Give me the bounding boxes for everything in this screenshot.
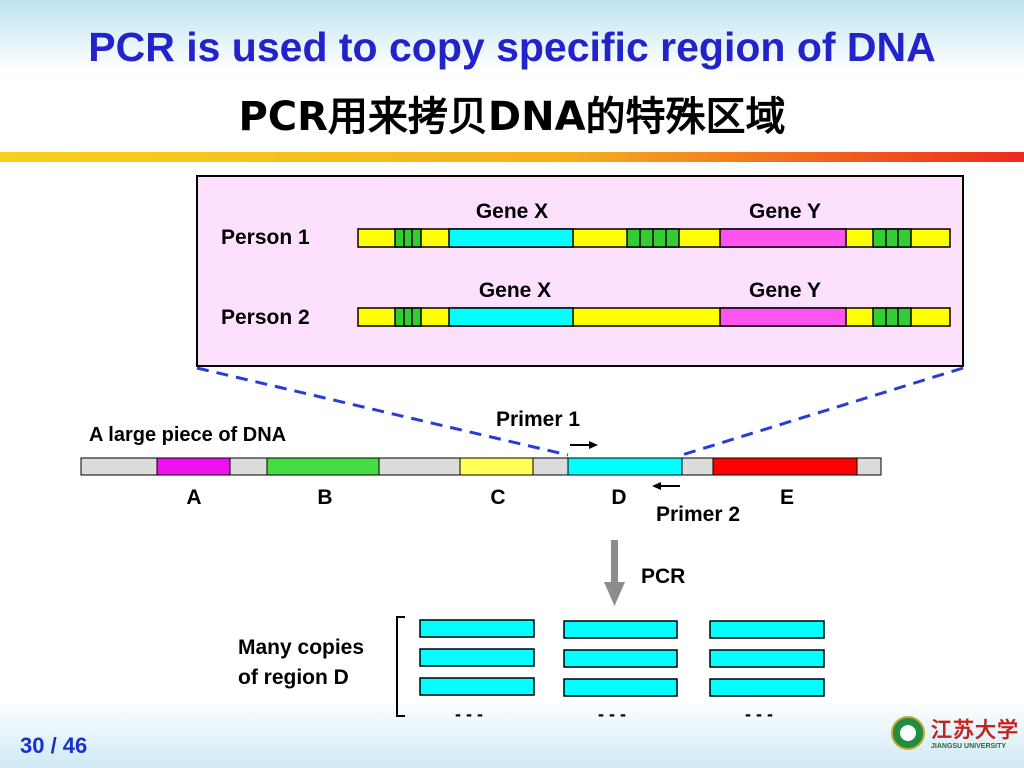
header-gradient — [0, 0, 1024, 70]
region-d-label: D — [611, 486, 626, 509]
person2-marker-3 — [872, 307, 912, 327]
pcr-label: PCR — [641, 565, 685, 588]
copy-fragment — [709, 649, 825, 668]
person1-gene-y-label: Gene Y — [749, 200, 821, 223]
person2-backbone — [357, 307, 951, 327]
primer1-label: Primer 1 — [496, 408, 580, 431]
copies-continuation-1: - - - — [455, 704, 483, 724]
copy-fragment — [419, 619, 535, 638]
region-b-label: B — [317, 486, 332, 509]
copy-fragment — [709, 620, 825, 639]
person1-gene-x — [448, 228, 574, 248]
region-c-label: C — [490, 486, 505, 509]
copies-label-line2: of region D — [238, 666, 349, 689]
zoom-line-left — [196, 366, 569, 457]
region-e-label: E — [780, 486, 794, 509]
region-d — [567, 457, 683, 476]
dna-label: A large piece of DNA — [89, 424, 286, 446]
copy-fragment — [709, 678, 825, 697]
person1-marker-1 — [394, 228, 422, 248]
person2-marker-1 — [394, 307, 422, 327]
person1-label: Person 1 — [221, 226, 310, 249]
zoom-line-right — [681, 366, 964, 457]
copies-continuation-3: - - - — [745, 704, 773, 724]
university-seal-icon — [891, 716, 925, 750]
copy-fragment — [419, 677, 535, 696]
region-b — [266, 457, 380, 476]
dna-strand — [80, 457, 882, 476]
footer-gradient — [0, 700, 1024, 768]
region-a — [156, 457, 231, 476]
logo-english-name: JIANGSU UNIVERSITY — [931, 743, 1007, 750]
copy-fragment — [563, 620, 678, 639]
page-number: 30 / 46 — [20, 733, 88, 758]
person1-gene-y — [719, 228, 847, 248]
person1-marker-3 — [872, 228, 912, 248]
comparison-panel — [196, 175, 964, 367]
person2-gene-y-label: Gene Y — [749, 279, 821, 302]
region-a-label: A — [186, 486, 201, 509]
copy-fragment — [563, 678, 678, 697]
person1-chromosome — [357, 228, 951, 248]
primer2-label: Primer 2 — [656, 503, 740, 526]
region-c — [459, 457, 534, 476]
slide-title-english: PCR is used to copy specific region of D… — [88, 24, 936, 70]
region-e — [712, 457, 858, 476]
pcr-arrow — [604, 540, 625, 606]
primer1-arrow — [570, 441, 598, 449]
person2-gene-y — [719, 307, 847, 327]
copies-continuation-2: - - - — [598, 704, 626, 724]
copy-fragment — [419, 648, 535, 667]
person1-gene-x-label: Gene X — [476, 200, 548, 223]
person2-gene-x — [448, 307, 574, 327]
person2-chromosome — [357, 307, 951, 327]
copy-fragment — [563, 649, 678, 668]
copies-label-line1: Many copies — [238, 636, 364, 659]
person2-label: Person 2 — [221, 306, 310, 329]
person2-gene-x-label: Gene X — [479, 279, 551, 302]
university-logo: 江苏大学 JIANGSU UNIVERSITY — [891, 714, 1018, 758]
logo-chinese-name: 江苏大学 — [931, 717, 1019, 742]
title-divider — [0, 152, 1024, 162]
primer2-arrow — [652, 482, 680, 490]
copies-grid — [419, 619, 825, 697]
copies-bracket — [396, 616, 405, 717]
slide-title-chinese: PCR用来拷贝DNA的特殊区域 — [238, 94, 786, 140]
